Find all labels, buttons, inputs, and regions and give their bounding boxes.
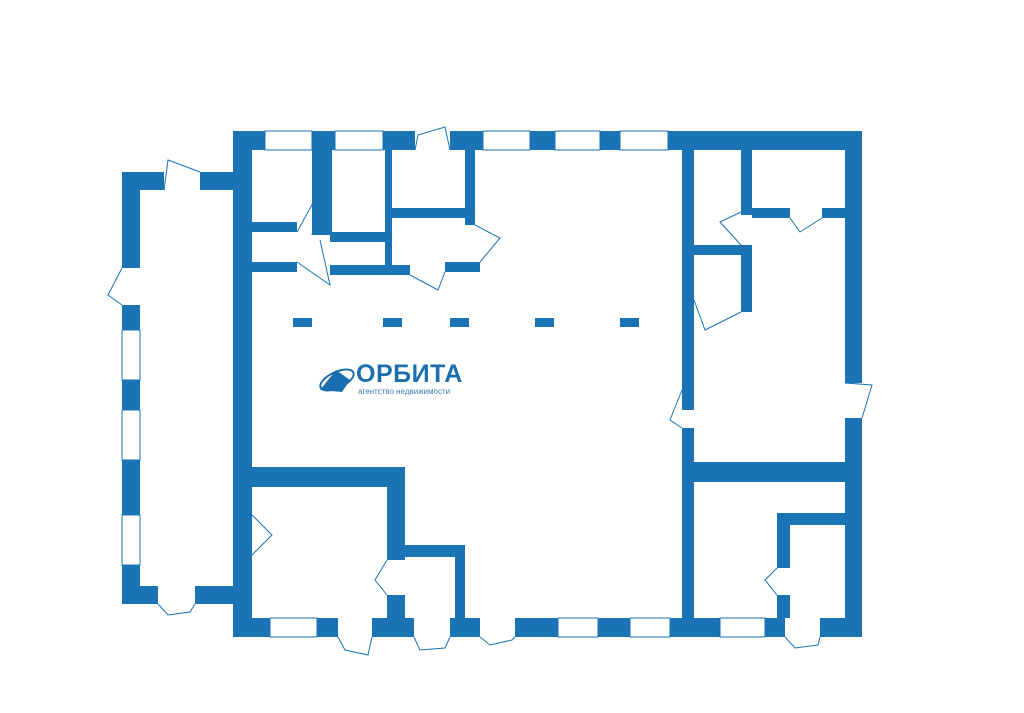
door-swings [107, 126, 873, 656]
logo-subtitle: агентство недвижимости [358, 387, 451, 396]
windows [121, 130, 766, 638]
inner-walls [252, 150, 845, 618]
company-logo: ОРБИТА агентство недвижимости [318, 360, 463, 397]
columns [293, 318, 639, 327]
logo-title: ОРБИТА [356, 360, 463, 388]
logo-mark [319, 368, 355, 392]
